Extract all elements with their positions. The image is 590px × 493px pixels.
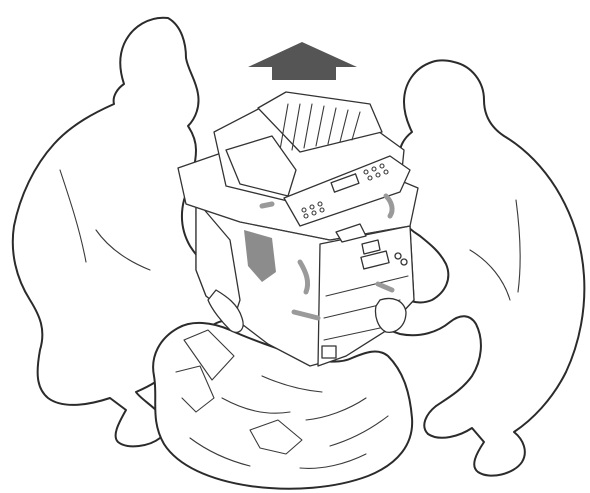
arrow-up-icon	[248, 42, 357, 80]
